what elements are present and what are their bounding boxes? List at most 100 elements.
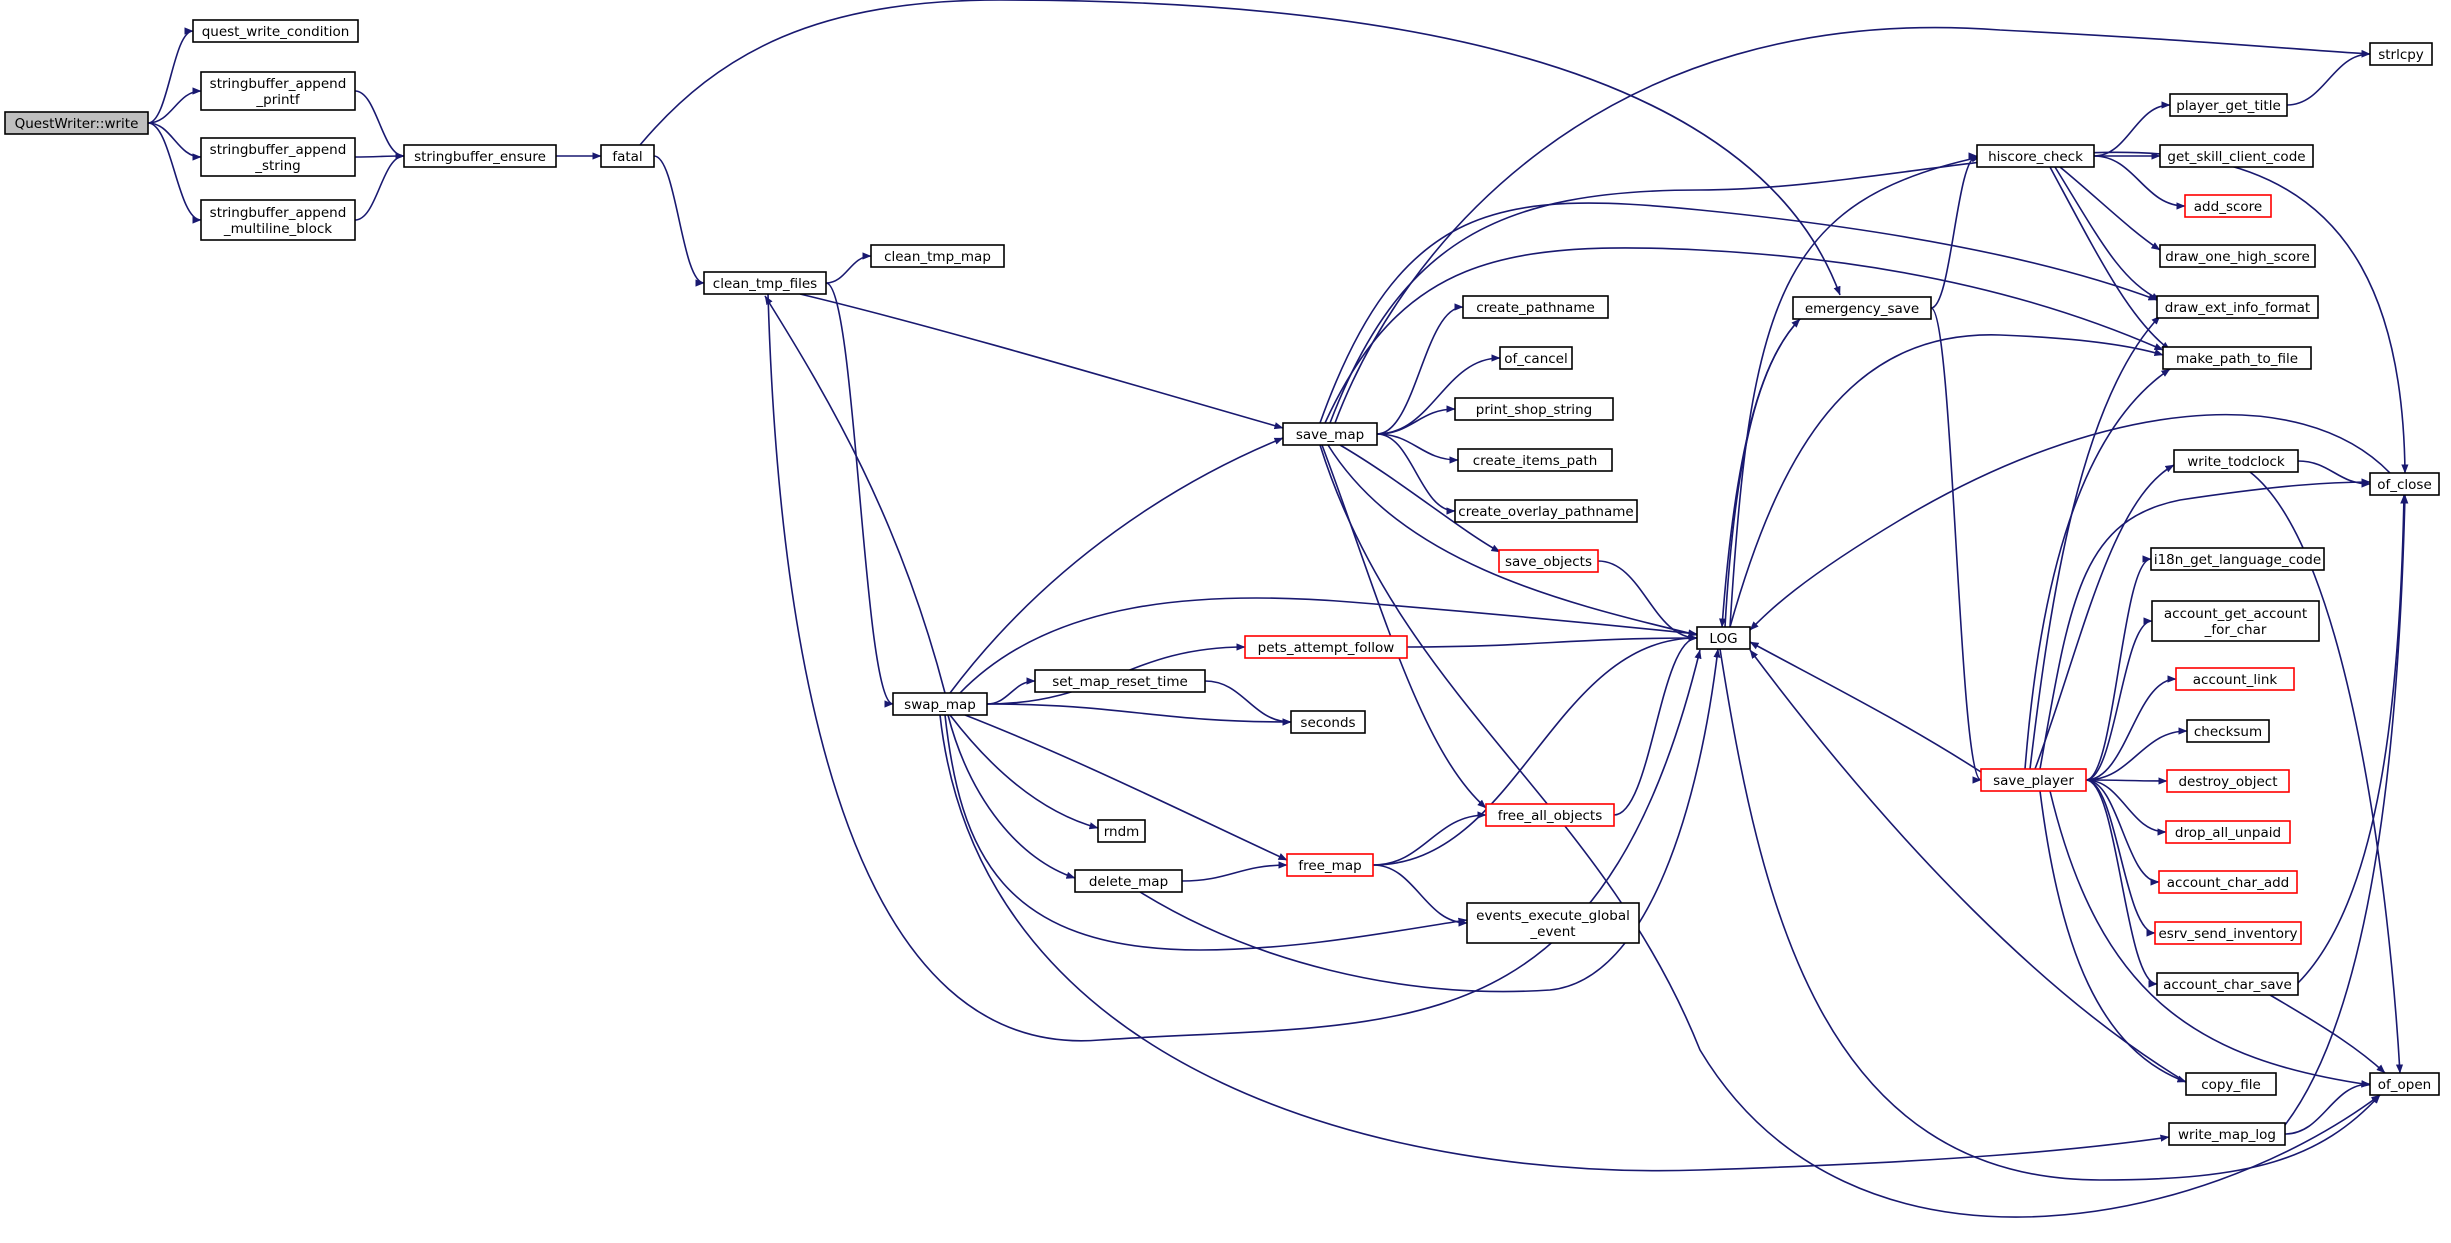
node-box	[403, 144, 557, 168]
node-checksum[interactable]: checksum	[2186, 719, 2270, 743]
node-create-pathname[interactable]: create_pathname	[1462, 295, 1609, 319]
node-print-shop-string[interactable]: print_shop_string	[1454, 397, 1614, 421]
node-quest-write-condition[interactable]: quest_write_condition	[192, 19, 359, 43]
node-label: _printf	[255, 92, 300, 108]
node-box	[192, 19, 359, 43]
node-write-todclock[interactable]: write_todclock	[2173, 449, 2299, 473]
node-clean-tmp-map[interactable]: clean_tmp_map	[870, 244, 1005, 268]
node-label: clean_tmp_files	[713, 276, 817, 292]
node-save-player[interactable]: save_player	[1980, 768, 2087, 792]
node-label: save_map	[1296, 427, 1364, 443]
node-drop-all-unpaid[interactable]: drop_all_unpaid	[2165, 820, 2291, 844]
node-label: create_overlay_pathname	[1458, 504, 1633, 520]
node-fatal[interactable]: fatal	[600, 144, 655, 168]
node-label: stringbuffer_append	[210, 76, 347, 92]
node-box	[1097, 819, 1146, 843]
node-label: of_open	[2378, 1077, 2431, 1093]
node-i18n-get-language-code[interactable]: i18n_get_language_code	[2150, 547, 2325, 571]
node-box	[2175, 667, 2295, 691]
node-box	[2369, 1072, 2440, 1096]
node-box	[2150, 547, 2325, 571]
node-of-open[interactable]: of_open	[2369, 1072, 2440, 1096]
node-of-cancel[interactable]: of_cancel	[1499, 346, 1573, 370]
node-free-all-objects[interactable]: free_all_objects	[1485, 803, 1615, 827]
node-label: fatal	[612, 149, 642, 165]
node-clean-tmp-files[interactable]: clean_tmp_files	[703, 271, 827, 295]
node-box	[1980, 768, 2087, 792]
node-player-get-title[interactable]: player_get_title	[2169, 93, 2288, 117]
edge-questwriter-write-to-stringbuffer-append-string	[147, 122, 202, 161]
node-draw-one-high-score[interactable]: draw_one_high_score	[2159, 244, 2316, 268]
node-box	[2162, 346, 2312, 370]
edge-save-player-to-of-close	[2039, 478, 2371, 770]
node-delete-map[interactable]: delete_map	[1074, 869, 1183, 893]
node-label: stringbuffer_append	[210, 142, 347, 158]
node-seconds[interactable]: seconds	[1290, 710, 1366, 734]
node-save-objects[interactable]: save_objects	[1498, 549, 1599, 573]
node-account-char-add[interactable]: account_char_add	[2158, 870, 2298, 894]
node-get-skill-client-code[interactable]: get_skill_client_code	[2159, 144, 2314, 168]
node-swap-map[interactable]: swap_map	[892, 692, 988, 716]
edge-stringbuffer-append-string-to-stringbuffer-ensure	[354, 152, 405, 160]
node-label: _event	[1529, 924, 1575, 940]
node-add-score[interactable]: add_score	[2184, 194, 2272, 218]
node-box	[1485, 803, 1615, 827]
edge-swap-map-to-free-map	[964, 714, 1288, 861]
node-box	[1074, 869, 1183, 893]
node-of-close[interactable]: of_close	[2369, 472, 2440, 496]
edge-questwriter-write-to-quest-write-condition	[147, 27, 194, 124]
node-box	[2168, 1122, 2286, 1146]
edge-save-map-to-make-path-to-file	[1324, 247, 2164, 424]
node-stringbuffer-append-multiline-block[interactable]: stringbuffer_append_multiline_block	[200, 199, 356, 241]
node-account-link[interactable]: account_link	[2175, 667, 2295, 691]
edge-save-player-to-make-path-to-file	[2024, 368, 2171, 770]
edge-log-to-of-open	[1719, 648, 2381, 1181]
node-rndm[interactable]: rndm	[1097, 819, 1146, 843]
node-set-map-reset-time[interactable]: set_map_reset_time	[1034, 669, 1206, 693]
node-stringbuffer-ensure[interactable]: stringbuffer_ensure	[403, 144, 557, 168]
node-label: stringbuffer_ensure	[414, 149, 546, 165]
node-box	[1462, 295, 1609, 319]
edge-swap-map-to-clean-tmp-files	[764, 295, 946, 694]
node-stringbuffer-append-string[interactable]: stringbuffer_append_string	[200, 137, 356, 177]
edge-swap-map-to-log	[959, 597, 1698, 694]
node-create-overlay-pathname[interactable]: create_overlay_pathname	[1454, 499, 1638, 523]
edge-save-map-to-draw-ext-info-format	[1319, 202, 2158, 424]
node-box	[2158, 870, 2298, 894]
node-questwriter-write[interactable]: QuestWriter::write	[4, 111, 149, 135]
node-label: of_cancel	[1504, 351, 1568, 367]
node-account-get-account-for-char[interactable]: account_get_account_for_char	[2151, 600, 2320, 642]
node-stringbuffer-append-printf[interactable]: stringbuffer_append_printf	[200, 71, 356, 111]
node-save-map[interactable]: save_map	[1282, 422, 1378, 446]
node-write-map-log[interactable]: write_map_log	[2168, 1122, 2286, 1146]
node-box	[200, 199, 356, 241]
edge-copy-file-to-log	[1749, 649, 2187, 1083]
node-destroy-object[interactable]: destroy_object	[2166, 769, 2290, 793]
edge-hiscore-check-to-draw-ext-info-format	[2054, 166, 2161, 301]
node-emergency-save[interactable]: emergency_save	[1792, 296, 1932, 320]
node-make-path-to-file[interactable]: make_path_to_file	[2162, 346, 2312, 370]
node-label: draw_one_high_score	[2165, 249, 2310, 265]
node-pets-attempt-follow[interactable]: pets_attempt_follow	[1244, 635, 1408, 659]
node-label: LOG	[1709, 631, 1737, 647]
node-label: delete_map	[1089, 874, 1168, 890]
edge-save-player-to-draw-ext-info-format	[2029, 315, 2161, 770]
node-label: write_todclock	[2187, 454, 2285, 470]
edge-questwriter-write-to-stringbuffer-append-printf	[147, 87, 202, 124]
node-box	[2166, 769, 2290, 793]
node-events-execute-global-event[interactable]: events_execute_global_event	[1466, 902, 1640, 944]
node-esrv-send-inventory[interactable]: esrv_send_inventory	[2154, 921, 2302, 945]
edge-clean-tmp-files-to-save-map	[799, 293, 1284, 430]
node-box	[2169, 93, 2288, 117]
node-hiscore-check[interactable]: hiscore_check	[1976, 144, 2095, 168]
node-log[interactable]: LOG	[1696, 626, 1751, 650]
edge-save-map-to-create-pathname	[1376, 303, 1464, 435]
node-copy-file[interactable]: copy_file	[2185, 1072, 2277, 1096]
node-strlcpy[interactable]: strlcpy	[2369, 42, 2433, 66]
node-account-char-save[interactable]: account_char_save	[2156, 972, 2299, 996]
node-free-map[interactable]: free_map	[1286, 853, 1374, 877]
node-draw-ext-info-format[interactable]: draw_ext_info_format	[2156, 295, 2319, 319]
node-box	[2369, 472, 2440, 496]
node-create-items-path[interactable]: create_items_path	[1457, 448, 1613, 472]
edge-log-to-hiscore-check	[1729, 155, 1981, 628]
